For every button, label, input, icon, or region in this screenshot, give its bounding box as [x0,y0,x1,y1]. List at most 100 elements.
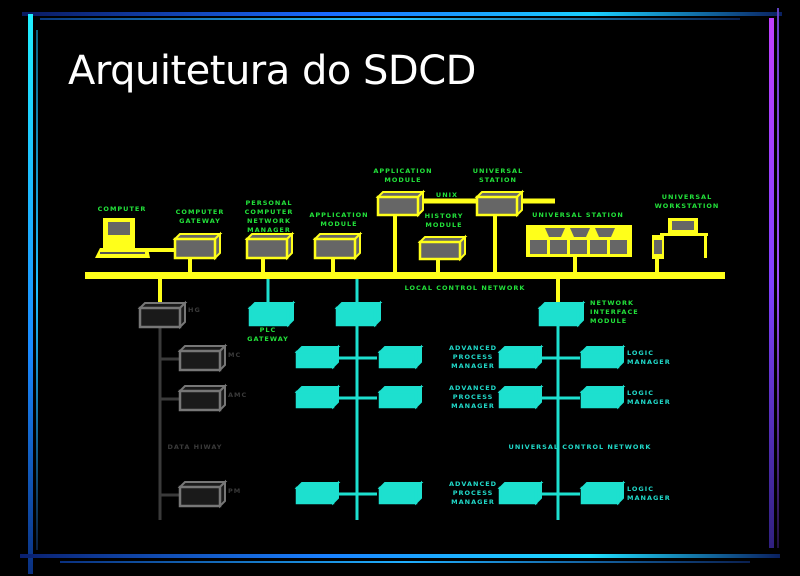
label-pcnm: COMPUTER [245,208,294,216]
mc-box [177,343,228,373]
local-control-network-bus [85,272,725,279]
universal-station-console [526,225,632,257]
label-universal_station: UNIVERSAL STATION [532,211,624,219]
workstation-tower-panel [654,240,662,254]
label-advanced-process-manager: ADVANCED [449,480,497,488]
amc-box [177,383,228,413]
logic-manager-box [579,344,626,370]
application-module-box [312,231,363,261]
label-amc: AMC [228,391,247,399]
workstation-screen [672,221,694,230]
computer-keys [100,252,145,254]
box-front [295,350,335,369]
box-front [178,389,222,412]
box-front [378,486,418,505]
label-application_module_unix: MODULE [384,176,421,184]
console-panel [610,240,627,254]
box-front [580,390,620,409]
box-front [580,486,620,505]
box-front [475,195,519,217]
pm-box [177,479,228,509]
application-module-unix-box [375,189,426,218]
label-computer_gateway: GATEWAY [179,217,221,225]
logic-manager-box [579,384,626,410]
label-application_module_unix: APPLICATION [373,167,432,175]
slide-title: Arquitetura do SDCD [68,48,476,94]
box-front [245,237,289,260]
universal-station-unix-box [474,189,525,218]
box-front [418,240,462,261]
label-advanced-process-manager: PROCESS [453,393,494,401]
label-nim: NETWORK [590,299,634,307]
bottom-border-line [20,554,780,558]
label-computer: COMPUTER [98,205,147,213]
box-front [498,350,538,369]
label-advanced-process-manager: PROCESS [453,353,494,361]
network-interface-module-box [537,300,586,328]
label-logic-manager: LOGIC [627,349,654,357]
label-logic-manager: MANAGER [627,494,671,502]
ucn-device-box [294,480,341,506]
hg-box [137,300,188,330]
label-pcnm: MANAGER [247,226,291,234]
box-front [538,306,580,327]
left-border-line [28,14,33,574]
box-front [173,237,217,260]
console-screen [545,228,565,237]
label-plc_gateway: PLC [260,326,277,334]
ucn-device-box [377,344,424,370]
label-computer_gateway: COMPUTER [176,208,225,216]
advanced-process-manager-box [497,344,544,370]
ucn-device-box [377,480,424,506]
label-advanced-process-manager: ADVANCED [449,344,497,352]
box-front [335,306,377,327]
box-front [498,390,538,409]
advanced-process-manager-box [497,384,544,410]
label-unix: UNIX [436,191,458,199]
box-front [178,485,222,508]
workstation-desk [660,233,708,236]
ucn-device-box [377,384,424,410]
label-application_module: MODULE [320,220,357,228]
label-advanced-process-manager: MANAGER [451,362,495,370]
box-front [178,349,222,372]
box-front [138,306,182,329]
label-nim: MODULE [590,317,627,325]
label-history_module: HISTORY [425,212,464,220]
label-pcnm: PERSONAL [245,199,292,207]
box-front [498,486,538,505]
advanced-process-manager-box [497,480,544,506]
computer-icon [95,218,150,258]
right-border-line-2 [777,8,779,548]
box-front [378,350,418,369]
top-border-line-2 [40,18,740,20]
ucn-interface-box [334,300,383,328]
label-lcn: LOCAL CONTROL NETWORK [405,284,526,292]
label-logic-manager: MANAGER [627,358,671,366]
label-universal_station_unix: UNIVERSAL [473,167,523,175]
label-hg: HG [188,306,201,314]
computer-screen [108,222,130,235]
workstation-leg [704,233,707,258]
box-front [313,237,357,260]
logic-manager-box [579,480,626,506]
bottom-border-line-2 [60,561,750,563]
ucn-device-box [294,344,341,370]
box-front [295,486,335,505]
top-border-line [22,12,782,16]
label-advanced-process-manager: MANAGER [451,498,495,506]
console-screen [595,228,615,237]
left-border-line-2 [36,30,38,550]
label-logic-manager: MANAGER [627,398,671,406]
box-front [580,350,620,369]
universal-workstation-icon [652,218,708,259]
label-plc_gateway: GATEWAY [247,335,289,343]
plc-gateway-box [247,300,296,328]
box-front [378,390,418,409]
console-panel [570,240,587,254]
right-border-line [769,18,774,548]
console-panel [550,240,567,254]
label-universal_workstation: UNIVERSAL [662,193,712,201]
